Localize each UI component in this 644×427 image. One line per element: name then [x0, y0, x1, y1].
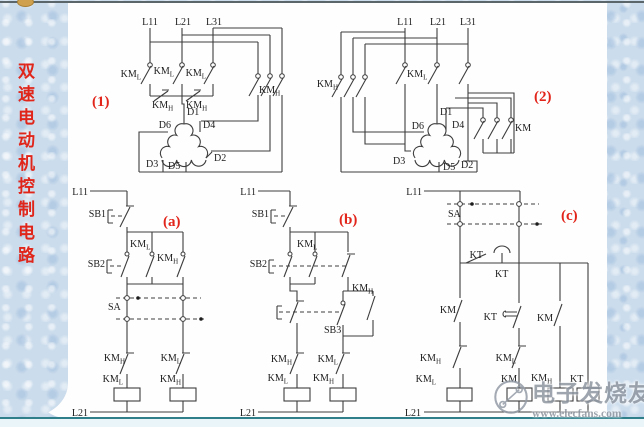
label-kmh: KMH	[420, 353, 441, 366]
label-d1: D1	[440, 107, 452, 118]
label-kmh: KMH	[186, 100, 207, 113]
label-kmh: KMH	[271, 354, 292, 367]
label-l31: L31	[460, 17, 476, 28]
circuit-a: L11 SB1 SB2 KML KMH SA KMH KML KML KMH L…	[72, 187, 206, 419]
label-km: KM	[537, 313, 553, 324]
label-kmh: KMH	[352, 283, 373, 296]
label-kmh: KMH	[317, 79, 338, 92]
watermark: 电子发烧友 www.elecfans.com	[492, 374, 644, 420]
label-kml: KML	[154, 66, 174, 79]
label-l21: L21	[72, 408, 88, 419]
label-l11: L11	[397, 17, 413, 28]
label-kt: KT	[484, 312, 497, 323]
label-d1: D1	[187, 107, 199, 118]
label-l31: L31	[206, 17, 222, 28]
circuit-1-wires	[138, 27, 285, 173]
bottom-border-line	[0, 417, 644, 419]
label-kmh-coil: KMH	[313, 373, 334, 386]
label-kml: KML	[161, 353, 181, 366]
content-panel	[36, 3, 607, 418]
label-kmh: KMH	[157, 253, 178, 266]
circuit-a-wires	[90, 190, 206, 413]
circuit-b: L11 SB1 SB2 KML KMH SB3 KMH KML KML KMH …	[240, 187, 376, 419]
figure-label-a: (a)	[163, 214, 181, 230]
figure-label-1: (1)	[92, 94, 110, 110]
label-l21: L21	[430, 17, 446, 28]
label-d4: D4	[203, 120, 215, 131]
label-kmh: KMH	[259, 85, 280, 98]
label-kml: KML	[186, 68, 206, 81]
bottom-band	[0, 419, 644, 427]
label-kml: KML	[496, 353, 516, 366]
label-l11: L11	[240, 187, 256, 198]
label-kt-coil: KT	[570, 374, 583, 385]
label-d4: D4	[452, 120, 464, 131]
label-sa: SA	[108, 302, 122, 313]
label-l21: L21	[240, 408, 256, 419]
label-kmh-coil: KMH	[160, 374, 181, 387]
slide-title-vertical: 双速电动机控制电路	[15, 62, 34, 269]
label-l21: L21	[405, 408, 421, 419]
watermark-url: www.elecfans.com	[532, 408, 622, 420]
label-d5: D5	[443, 162, 455, 173]
label-kml: KML	[407, 69, 427, 82]
label-km: KM	[440, 305, 456, 316]
label-kml: KML	[318, 354, 338, 367]
label-kmh: KMH	[152, 100, 173, 113]
watermark-text: 电子发烧友 www.elecfans.com	[532, 374, 644, 420]
label-kml: KML	[297, 239, 317, 252]
label-d6: D6	[412, 121, 424, 132]
label-l11: L11	[406, 187, 422, 198]
label-km-coil: KM	[501, 374, 517, 385]
label-d3: D3	[393, 156, 405, 167]
label-d2: D2	[461, 160, 473, 171]
label-sb1: SB1	[89, 209, 106, 220]
figure-label-c: (c)	[561, 208, 578, 224]
elecfans-logo-icon	[494, 380, 528, 414]
circuit-2-wires	[331, 28, 515, 173]
label-d3: D3	[146, 159, 158, 170]
label-l11: L11	[72, 187, 88, 198]
label-kmh-coil: KMH	[531, 373, 552, 386]
label-sb2: SB2	[88, 259, 105, 270]
label-kt: KT	[495, 269, 508, 280]
watermark-brand: 电子发烧友	[532, 381, 644, 406]
label-kmh: KMH	[104, 353, 125, 366]
label-kml-coil: KML	[103, 374, 123, 387]
circuit-1: L11 L21 L31 KML KML KML KMH KMH KMH D1 D…	[92, 17, 285, 173]
circuit-b-wires	[258, 190, 376, 413]
label-kml: KML	[121, 69, 141, 82]
label-sb2: SB2	[250, 259, 267, 270]
label-sa: SA	[448, 209, 462, 220]
label-l21: L21	[175, 17, 191, 28]
label-sb1: SB1	[252, 209, 269, 220]
top-left-accent	[17, 0, 34, 7]
label-kt: KT	[470, 250, 483, 261]
label-d2: D2	[214, 153, 226, 164]
label-d5: D5	[168, 161, 180, 172]
label-kml: KML	[130, 239, 150, 252]
figure-label-2: (2)	[534, 89, 552, 105]
top-border-line	[0, 1, 644, 3]
label-km: KM	[515, 123, 531, 134]
label-kml-coil: KML	[416, 374, 436, 387]
figure-label-b: (b)	[339, 212, 357, 228]
label-kml-coil: KML	[268, 373, 288, 386]
label-l11: L11	[142, 17, 158, 28]
label-d6: D6	[159, 120, 171, 131]
left-border-strip	[0, 0, 68, 417]
circuit-2: L11 L21 L31 KMH KML KM D1 D6 D4 D3 D5 D2…	[317, 17, 552, 173]
label-sb3: SB3	[324, 325, 341, 336]
